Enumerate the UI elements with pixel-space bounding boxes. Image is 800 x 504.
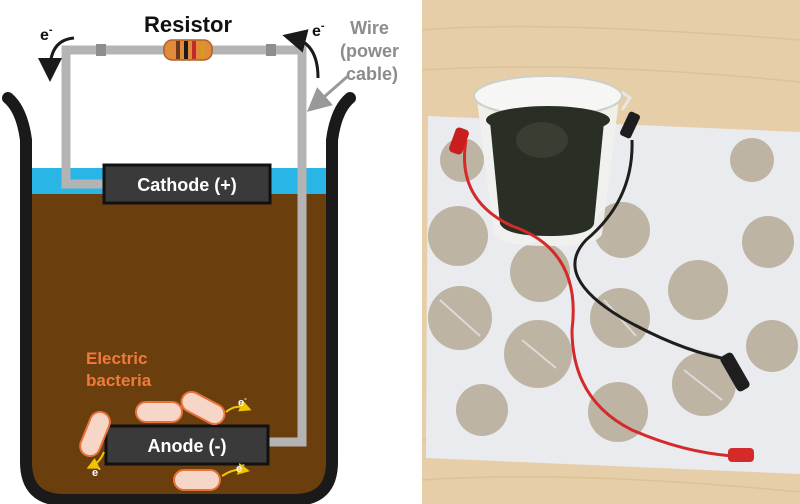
- bacteria-electron-arrows: e- e- e-: [86, 394, 252, 479]
- svg-text:e-: e-: [236, 460, 245, 475]
- red-clip-head: [449, 127, 469, 155]
- wire-joint-left: [96, 44, 106, 56]
- cloth-pattern-detail: [439, 299, 723, 401]
- bacterium: [180, 390, 226, 426]
- cloth-pattern: [428, 138, 798, 442]
- resistor-label: Resistor: [144, 12, 232, 37]
- cathode-label: Cathode (+): [137, 175, 237, 195]
- bacterium: [173, 469, 221, 491]
- svg-text:e-: e-: [92, 464, 101, 479]
- wire-label: Wire (power cable): [340, 18, 404, 84]
- resistor-icon: [163, 39, 213, 61]
- cup-of-soil: [473, 75, 633, 246]
- electron-label-right: e-: [312, 20, 325, 40]
- svg-text:e-: e-: [238, 394, 247, 409]
- black-clip-lead: [573, 139, 733, 362]
- black-clip-head: [620, 111, 640, 139]
- bacteria-group: [79, 390, 226, 491]
- red-clip-lead: [463, 139, 733, 458]
- red-clip: [728, 448, 754, 462]
- bacteria-label: Electric bacteria: [86, 349, 152, 390]
- anode-electrode: [104, 424, 270, 466]
- cathode-electrode: [102, 163, 272, 205]
- black-clip: [720, 352, 750, 392]
- wire-joint-right: [266, 44, 276, 56]
- bacterium: [79, 410, 111, 458]
- beaker-outline: [2, 92, 356, 504]
- fuel-cell-diagram: Resistor e- e- Wire (power cable) Cathod…: [2, 12, 404, 504]
- wire-pointer-arrow: [306, 74, 349, 112]
- wire-anode: [210, 45, 307, 447]
- wire-cathode: [61, 45, 168, 189]
- bacterium: [135, 401, 183, 423]
- anode-label: Anode (-): [148, 436, 227, 456]
- electron-arrow-left: [38, 36, 75, 82]
- electron-arrow-right: [282, 29, 320, 79]
- electron-label-left: e-: [40, 24, 53, 44]
- experiment-photo: [422, 0, 800, 504]
